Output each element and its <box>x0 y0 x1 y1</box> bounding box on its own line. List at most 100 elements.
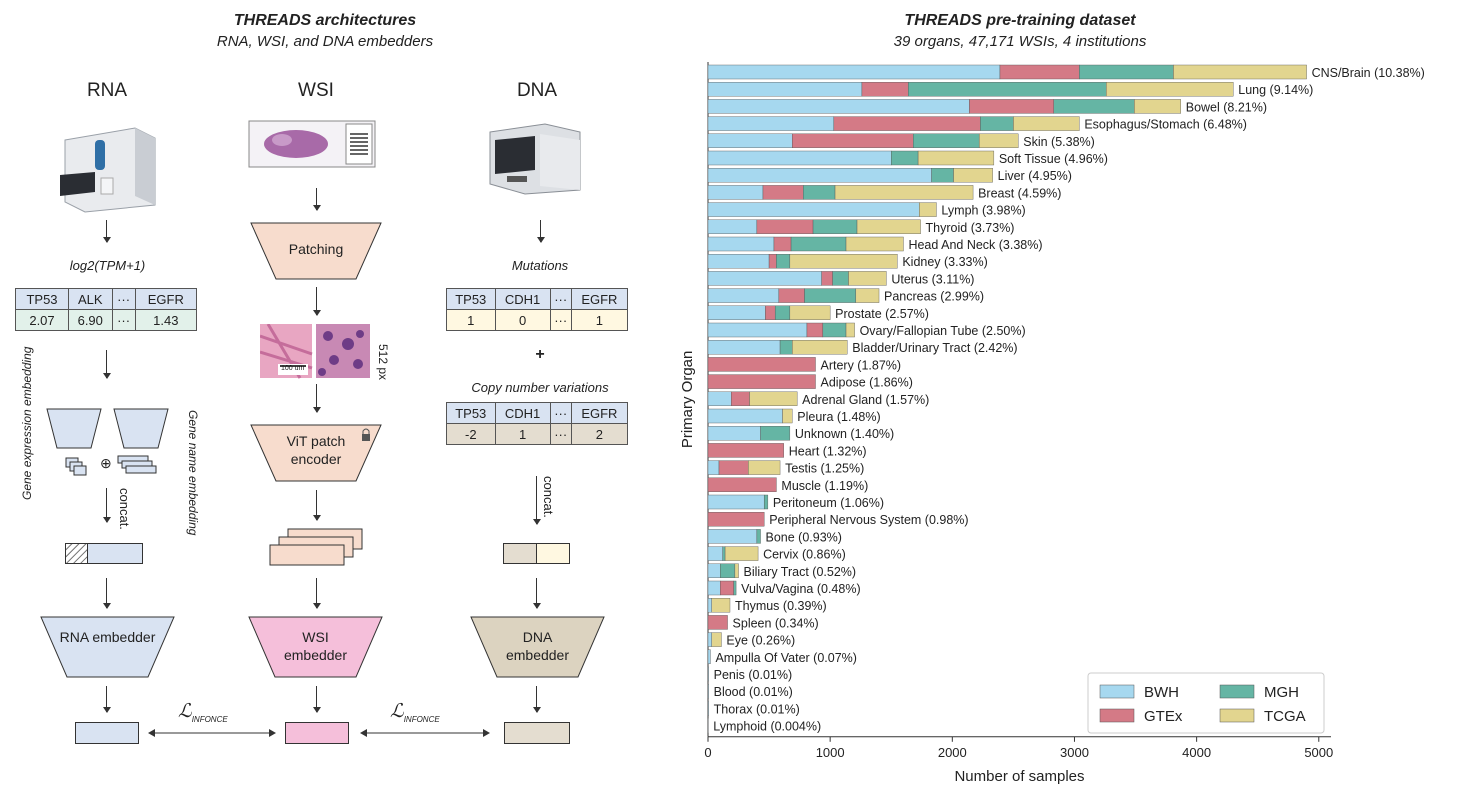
bar-segment <box>919 202 937 217</box>
mut-value-cell: 0 <box>494 309 551 331</box>
cnv-value-cell: 2 <box>570 423 629 445</box>
wsi-embedder-label: WSI embedder <box>283 629 348 663</box>
bar-label: Ovary/Fallopian Tube (2.50%) <box>860 324 1026 338</box>
bar-label: Skin (5.38%) <box>1023 135 1095 149</box>
bar-segment <box>707 477 777 492</box>
bar-label: Artery (1.87%) <box>820 358 901 372</box>
cnv-gene-cell: ··· <box>549 402 572 424</box>
bar-segment <box>821 271 833 286</box>
bar-label: Testis (1.25%) <box>785 462 864 476</box>
bar-segment <box>833 116 981 131</box>
bar-segment <box>779 340 793 355</box>
dna-concat-label: concat. <box>541 476 556 518</box>
bar-segment <box>832 271 849 286</box>
dna-sequencer-icon <box>489 123 581 195</box>
bar-segment <box>711 598 731 613</box>
bar-label: Cervix (0.86%) <box>763 548 846 562</box>
bar-segment <box>776 253 791 269</box>
chart-subtitle: 39 organs, 47,171 WSIs, 4 institutions <box>893 33 1147 50</box>
rna-arrow-5 <box>103 686 111 713</box>
bar-label: Adipose (1.86%) <box>820 376 912 390</box>
bar-segment <box>733 580 737 596</box>
wsi-arrow-1 <box>313 188 321 211</box>
rna-gene-cell: ··· <box>111 288 136 310</box>
bar-label: Thymus (0.39%) <box>735 599 827 613</box>
bar-segment <box>749 391 798 406</box>
bar-segment <box>1013 116 1080 131</box>
plus-symbol: + <box>535 346 545 363</box>
bar-segment <box>707 253 770 269</box>
bar-segment <box>1079 64 1174 80</box>
x-tick-label: 5000 <box>1304 745 1333 760</box>
bar-label: Soft Tissue (4.96%) <box>999 152 1108 166</box>
cnv-value-cell: -2 <box>446 423 496 445</box>
chart-title: THREADS pre-training dataset <box>904 12 1136 29</box>
gene-expression-label: Gene expression embedding <box>20 346 34 500</box>
bar-label: Peripheral Nervous System (0.98%) <box>769 513 968 527</box>
x-tick-label: 3000 <box>1060 745 1089 760</box>
cnv-gene-cell: EGFR <box>570 402 629 424</box>
bar-segment <box>707 460 720 475</box>
infonce-loss-label-2: ℒINFONCE <box>390 700 440 724</box>
bar-label: Vulva/Vagina (0.48%) <box>741 582 861 596</box>
bar-label: Esophagus/Stomach (6.48%) <box>1084 118 1247 132</box>
bar-segment <box>707 546 723 561</box>
bar-segment <box>1053 99 1135 114</box>
legend-swatch <box>1219 684 1255 699</box>
rna-value-cell: ··· <box>111 309 136 331</box>
x-tick-label: 1000 <box>816 745 845 760</box>
rna-arrow-1 <box>103 220 111 243</box>
bar-segment <box>707 426 761 441</box>
rna-header: RNA <box>86 80 128 101</box>
bar-segment <box>707 615 728 630</box>
bar-segment <box>762 185 804 200</box>
bar-segment <box>806 322 824 338</box>
bar-segment <box>707 529 758 544</box>
bar-segment <box>724 546 759 561</box>
bar-segment <box>707 116 835 131</box>
dna-concat-vector <box>503 543 570 564</box>
rna-table: TP53 ALK ··· EGFR 2.07 6.90 ··· 1.43 <box>14 288 198 331</box>
rna-embedder-label: RNA embedder <box>59 629 156 645</box>
rna-arrow-2 <box>103 350 111 379</box>
bar-segment <box>707 374 816 389</box>
bar-segment <box>707 649 711 664</box>
legend-swatch <box>1219 708 1255 723</box>
wsi-arrow-2 <box>313 287 321 316</box>
bar-segment <box>803 185 836 200</box>
bar-segment <box>707 322 808 338</box>
bar-segment <box>720 563 736 578</box>
mut-gene-cell: EGFR <box>570 288 629 310</box>
rna-concat-label: concat. <box>117 488 132 530</box>
dna-arrow-1 <box>537 220 545 243</box>
bar-segment <box>707 666 709 682</box>
bar-segment <box>720 580 734 596</box>
bar-segment <box>707 150 892 166</box>
bar-segment <box>848 271 887 286</box>
bar-segment <box>1173 64 1307 80</box>
bar-label: Liver (4.95%) <box>998 169 1072 183</box>
wsi-embedder-block <box>248 616 383 678</box>
bar-segment <box>782 408 793 424</box>
bar-segment <box>969 99 1054 114</box>
bar-label: Eye (0.26%) <box>726 634 795 648</box>
bar-segment <box>707 701 709 716</box>
bar-segment <box>978 133 1019 149</box>
bar-segment <box>707 99 970 114</box>
bar-segment <box>845 236 904 252</box>
rna-gene-cell: ALK <box>68 288 113 310</box>
bar-label: CNS/Brain (10.38%) <box>1312 66 1425 80</box>
bar-segment <box>707 305 766 321</box>
bar-segment <box>999 64 1080 80</box>
wsi-header: WSI <box>298 80 334 101</box>
bar-segment <box>707 563 721 578</box>
legend-label: TCGA <box>1264 708 1306 725</box>
x-axis-label: Number of samples <box>954 768 1084 785</box>
rna-transform-label: log2(TPM+1) <box>69 258 146 273</box>
bar-segment <box>707 598 712 613</box>
bar-segment <box>707 340 781 355</box>
slide-icon <box>248 120 376 168</box>
bar-label: Lymph (3.98%) <box>941 204 1025 218</box>
bar-segment <box>778 288 805 303</box>
dna-embedder-label: DNA embedder <box>505 629 570 663</box>
